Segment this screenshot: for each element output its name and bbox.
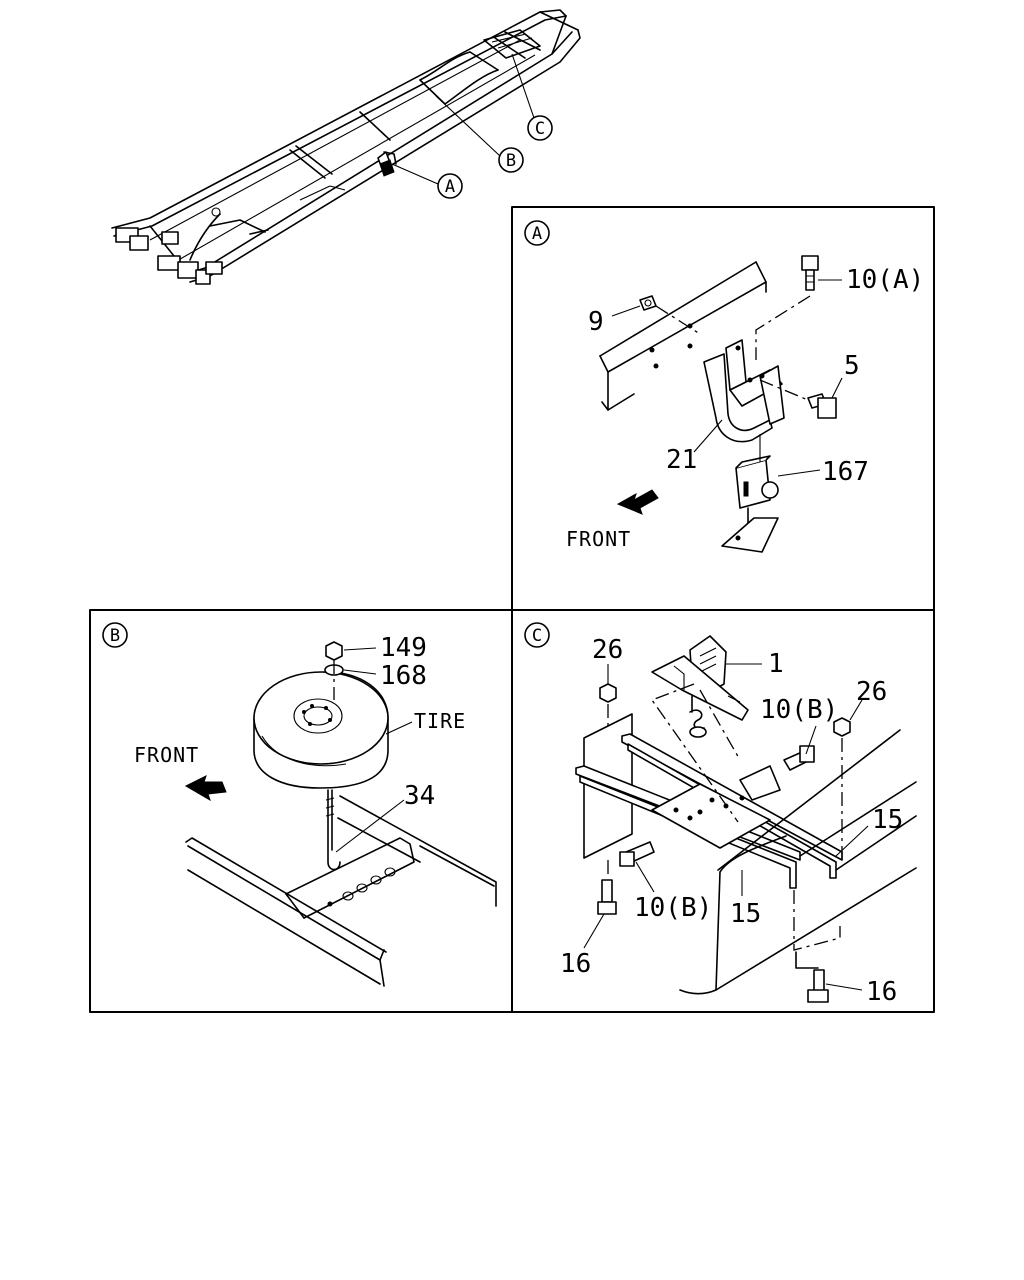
label-168: 168 xyxy=(380,661,427,691)
winch-167 xyxy=(721,434,779,553)
frame-rail-c xyxy=(575,713,917,995)
nut-26-left xyxy=(599,683,617,703)
bolt-5 xyxy=(807,393,837,419)
svg-text:A: A xyxy=(445,177,455,197)
front-label-a: FRONT xyxy=(566,527,631,551)
bolt-16-left xyxy=(597,879,617,915)
bracket-21 xyxy=(703,339,785,443)
label-10a: 10(A) xyxy=(846,265,924,295)
label-16-left: 16 xyxy=(560,949,591,979)
label-1: 1 xyxy=(768,649,784,679)
label-9: 9 xyxy=(588,307,604,337)
svg-text:C: C xyxy=(532,626,542,646)
label-26-left: 26 xyxy=(592,635,623,665)
label-21: 21 xyxy=(666,445,697,475)
callout-a: A xyxy=(391,163,463,199)
spare-tire xyxy=(253,671,389,789)
bolt-10b-top xyxy=(783,745,815,771)
callout-c: C xyxy=(511,53,553,141)
svg-text:C: C xyxy=(535,119,545,139)
panel-a: A xyxy=(524,220,924,553)
panel-c: C xyxy=(524,622,917,1007)
svg-text:A: A xyxy=(532,224,542,244)
nut-26-right xyxy=(833,717,851,737)
label-tire: TIRE xyxy=(414,709,466,733)
panel-b: B xyxy=(102,622,497,987)
bolt-10a xyxy=(801,255,819,291)
label-5: 5 xyxy=(844,351,860,381)
hook-bolt-34 xyxy=(325,789,341,871)
label-10b-bottom: 10(B) xyxy=(634,893,712,923)
label-167: 167 xyxy=(822,457,869,487)
nut-9 xyxy=(639,295,657,311)
panel-b-tag: B xyxy=(102,622,128,648)
panel-borders xyxy=(89,206,935,1013)
chassis-frame-overview xyxy=(111,9,581,285)
front-arrow-icon xyxy=(616,489,659,515)
bolt-10b-bottom xyxy=(619,841,655,867)
bracket-1 xyxy=(651,635,749,721)
front-label-b: FRONT xyxy=(134,743,199,767)
panel-c-tag: C xyxy=(524,622,550,648)
spring-mount xyxy=(689,695,707,738)
frame-rail-b xyxy=(185,795,497,987)
label-15-bottom: 15 xyxy=(730,899,761,929)
callout-b: B xyxy=(435,95,524,173)
label-26-right: 26 xyxy=(856,677,887,707)
label-15-right: 15 xyxy=(872,805,903,835)
nut-149 xyxy=(325,641,343,661)
label-149: 149 xyxy=(380,633,427,663)
bolt-16-right xyxy=(807,969,829,1003)
label-10b-top: 10(B) xyxy=(760,695,838,725)
label-34: 34 xyxy=(404,781,435,811)
front-arrow-icon xyxy=(184,775,227,802)
svg-text:B: B xyxy=(110,626,120,646)
panel-a-tag: A xyxy=(524,220,550,246)
svg-text:B: B xyxy=(506,151,516,171)
label-16-right: 16 xyxy=(866,977,897,1007)
